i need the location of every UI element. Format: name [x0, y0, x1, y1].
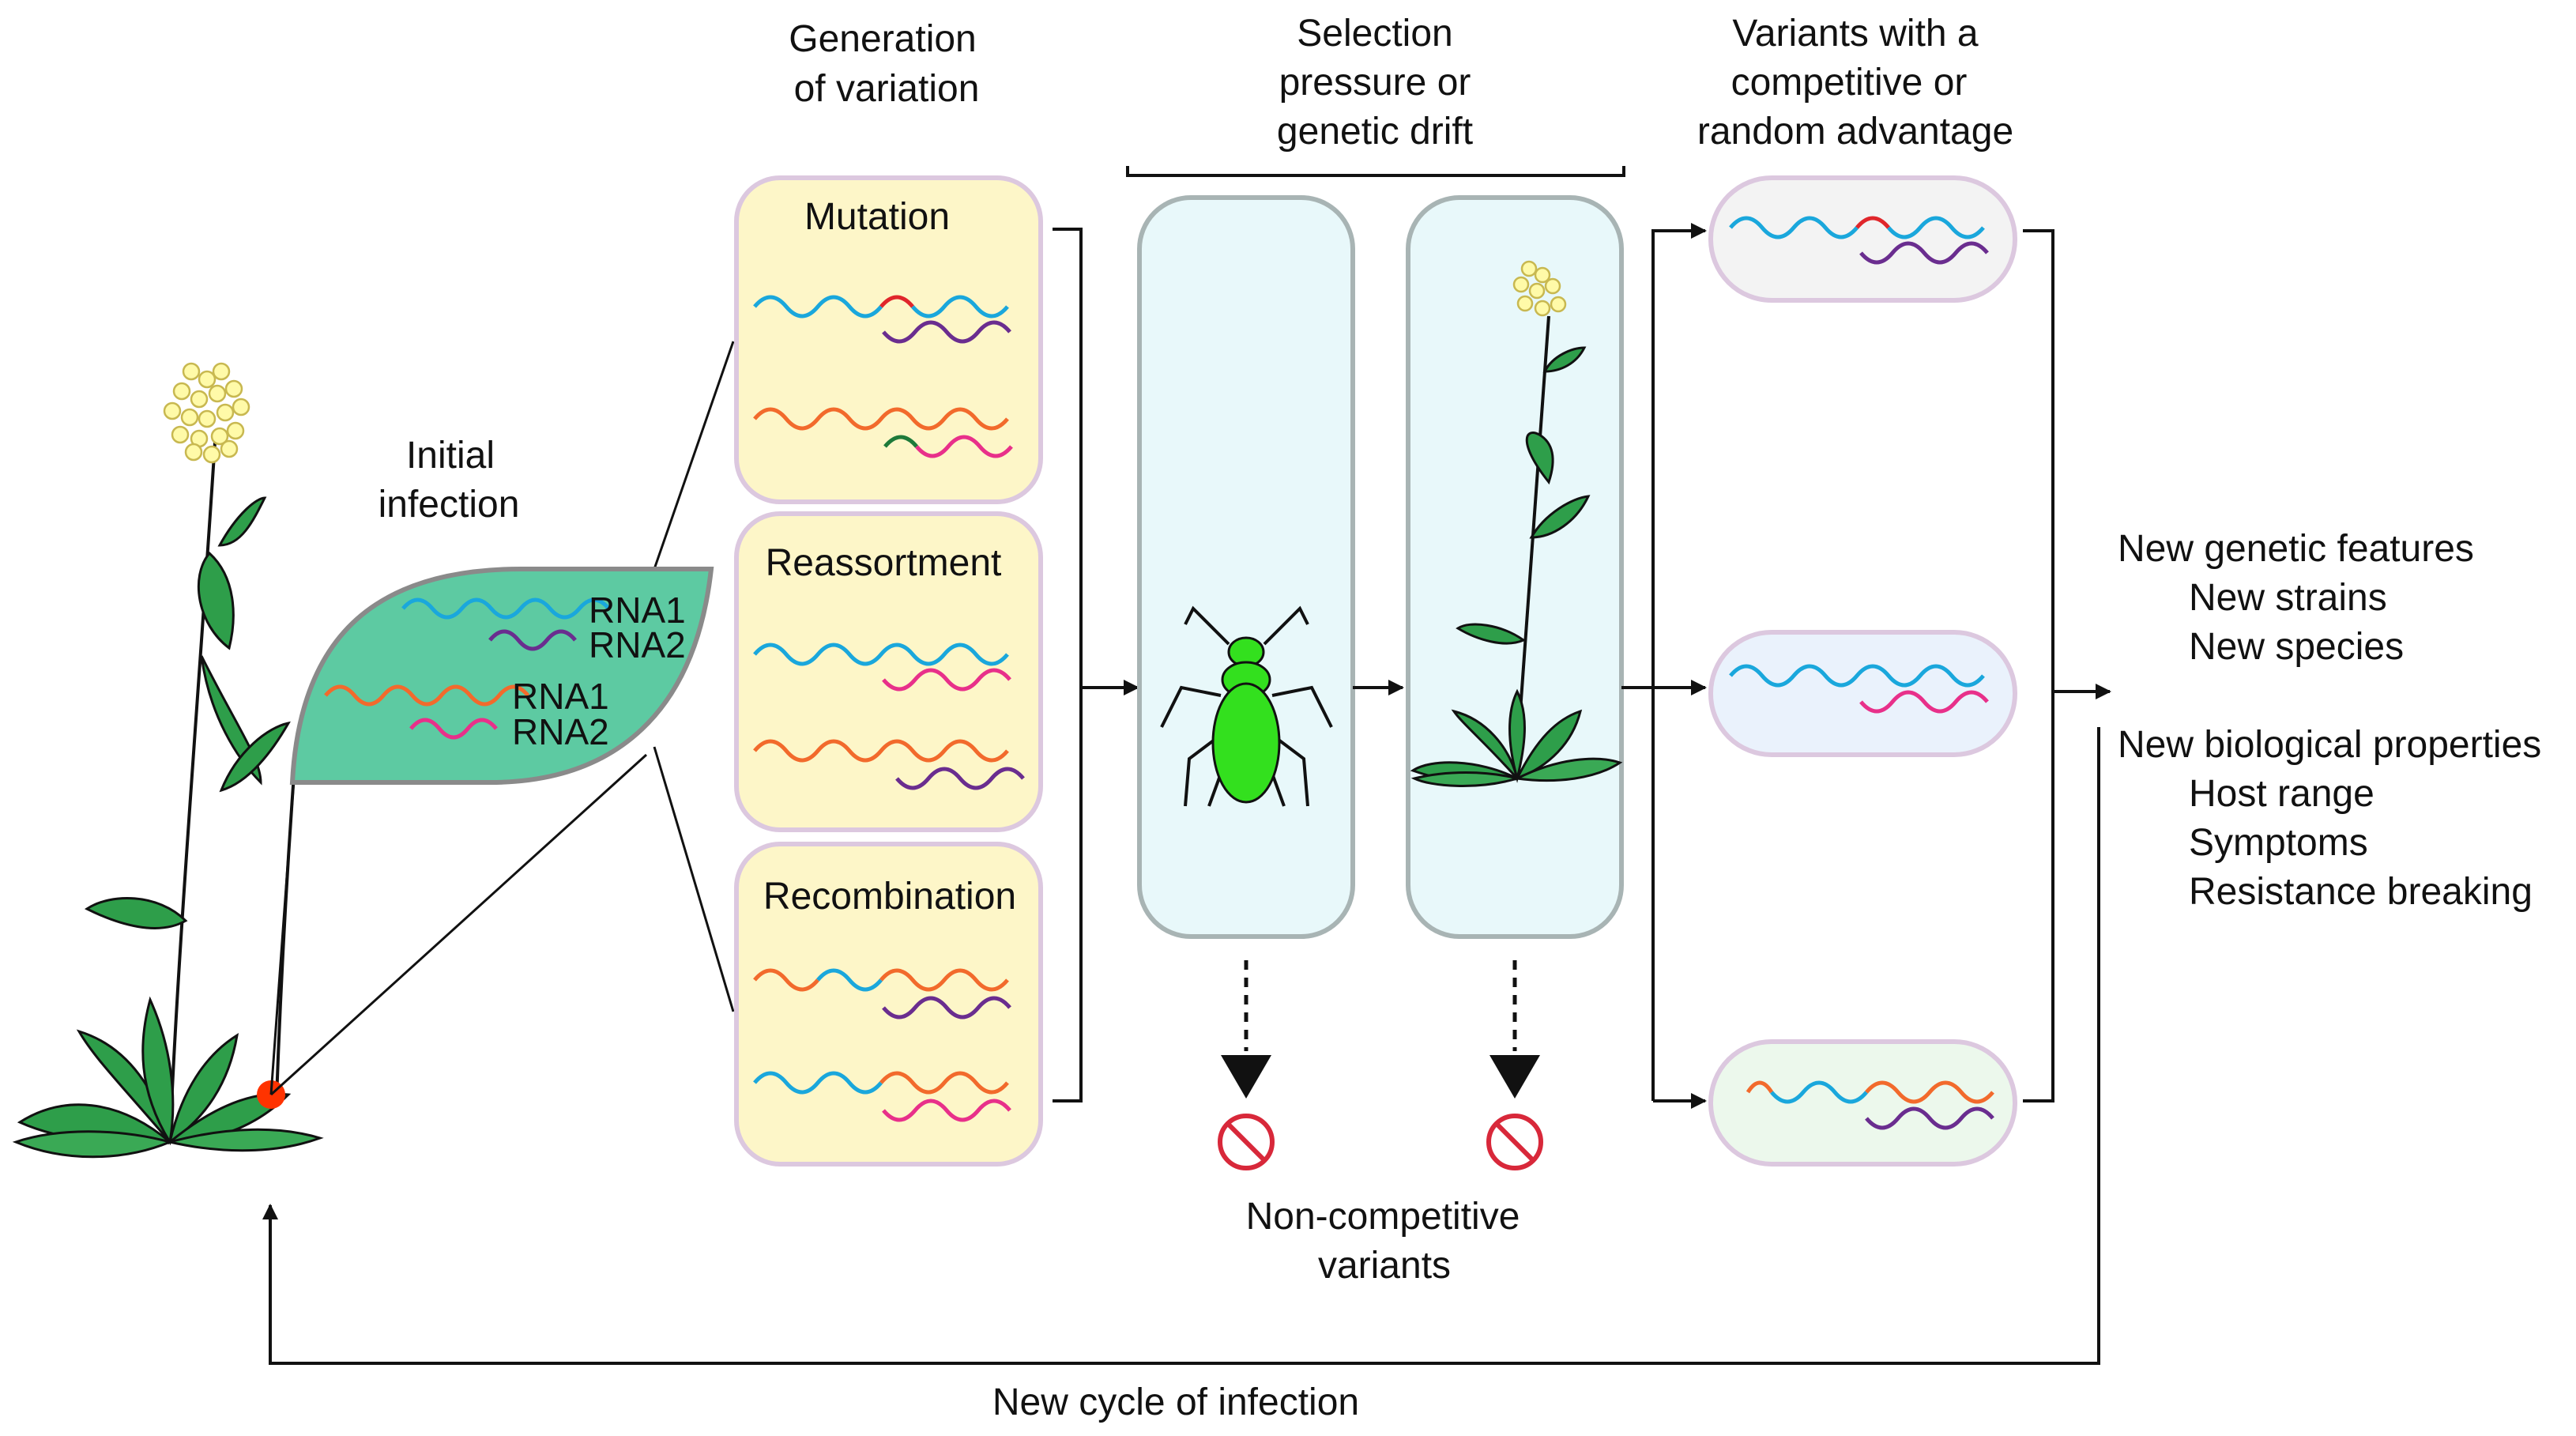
generation-header-line2: of variation — [794, 68, 980, 110]
new-cycle-label: New cycle of infection — [992, 1381, 1359, 1423]
down-arrowhead-vector — [1221, 1055, 1271, 1099]
outcome-genetic-item-1: New strains — [2189, 577, 2387, 619]
variants-header-line1: Variants with a — [1732, 13, 1979, 55]
down-arrowhead-host — [1489, 1055, 1540, 1099]
host-plant-icon — [1410, 260, 1623, 787]
no-entry-icon — [1218, 1114, 1275, 1170]
infected-leaf-icon — [289, 567, 714, 785]
outcome-biological-item-3: Resistance breaking — [2189, 871, 2533, 913]
outcome-biological-item-1: Host range — [2189, 773, 2375, 815]
reassortment-title: Reassortment — [766, 542, 1002, 584]
leaf-label-rna1-b: RNA1 — [512, 676, 609, 717]
vector-selection-box — [1137, 195, 1355, 939]
selection-header-line2: pressure or — [1279, 62, 1471, 104]
mutation-box: Mutation — [734, 175, 1043, 504]
leaf-label-rna1-a: RNA1 — [589, 590, 686, 631]
variants-header-line3: random advantage — [1697, 111, 2013, 153]
plant-icon — [12, 362, 324, 1159]
outcome-genetic-item-2: New species — [2189, 626, 2404, 668]
leaf-rna1-orange — [324, 684, 530, 707]
outcome-biological-item-2: Symptoms — [2189, 822, 2368, 864]
no-entry-icon — [1486, 1114, 1543, 1170]
zoom-line-4 — [653, 746, 735, 1012]
recombination-box: Recombination — [734, 842, 1043, 1167]
mutation-title: Mutation — [804, 196, 950, 238]
leaf-rna1-blue — [401, 597, 611, 620]
outcome-biological-title: New biological properties — [2118, 724, 2541, 766]
leaf-label-rna2-a: RNA2 — [589, 624, 686, 665]
selection-header-line3: genetic drift — [1277, 111, 1473, 153]
initial-infection-line2: infection — [378, 484, 520, 526]
leaf-label-rna2-b: RNA2 — [512, 711, 609, 752]
zoom-line-1 — [269, 778, 296, 1095]
new-cycle-arrow — [262, 727, 2100, 1365]
variation-bracket — [1053, 228, 1083, 1102]
aphid-icon — [1160, 605, 1333, 807]
reassortment-box: Reassortment — [734, 511, 1043, 832]
host-selection-box — [1406, 195, 1624, 939]
leaf-rna2-purple — [488, 629, 577, 651]
variant-capsule-recombination — [1708, 1039, 2017, 1167]
outcome-genetic-title: New genetic features — [2118, 528, 2474, 570]
selection-bracket — [1126, 166, 1625, 177]
outcome-bracket — [2023, 229, 2054, 1102]
variants-header-line2: competitive or — [1731, 62, 1968, 104]
selection-header-line1: Selection — [1297, 13, 1452, 55]
zoom-line-2 — [269, 753, 648, 1096]
variant-capsule-mutation — [1708, 175, 2017, 303]
variant-capsule-reassortment — [1708, 630, 2017, 757]
zoom-line-3 — [653, 341, 735, 570]
leaf-rna2-pink — [409, 718, 498, 740]
non-competitive-line1: Non-competitive — [1246, 1196, 1520, 1238]
generation-header-line1: Generation — [789, 18, 977, 60]
non-competitive-line2: variants — [1318, 1245, 1451, 1287]
initial-infection-line1: Initial — [406, 435, 495, 477]
recombination-title: Recombination — [763, 876, 1016, 918]
